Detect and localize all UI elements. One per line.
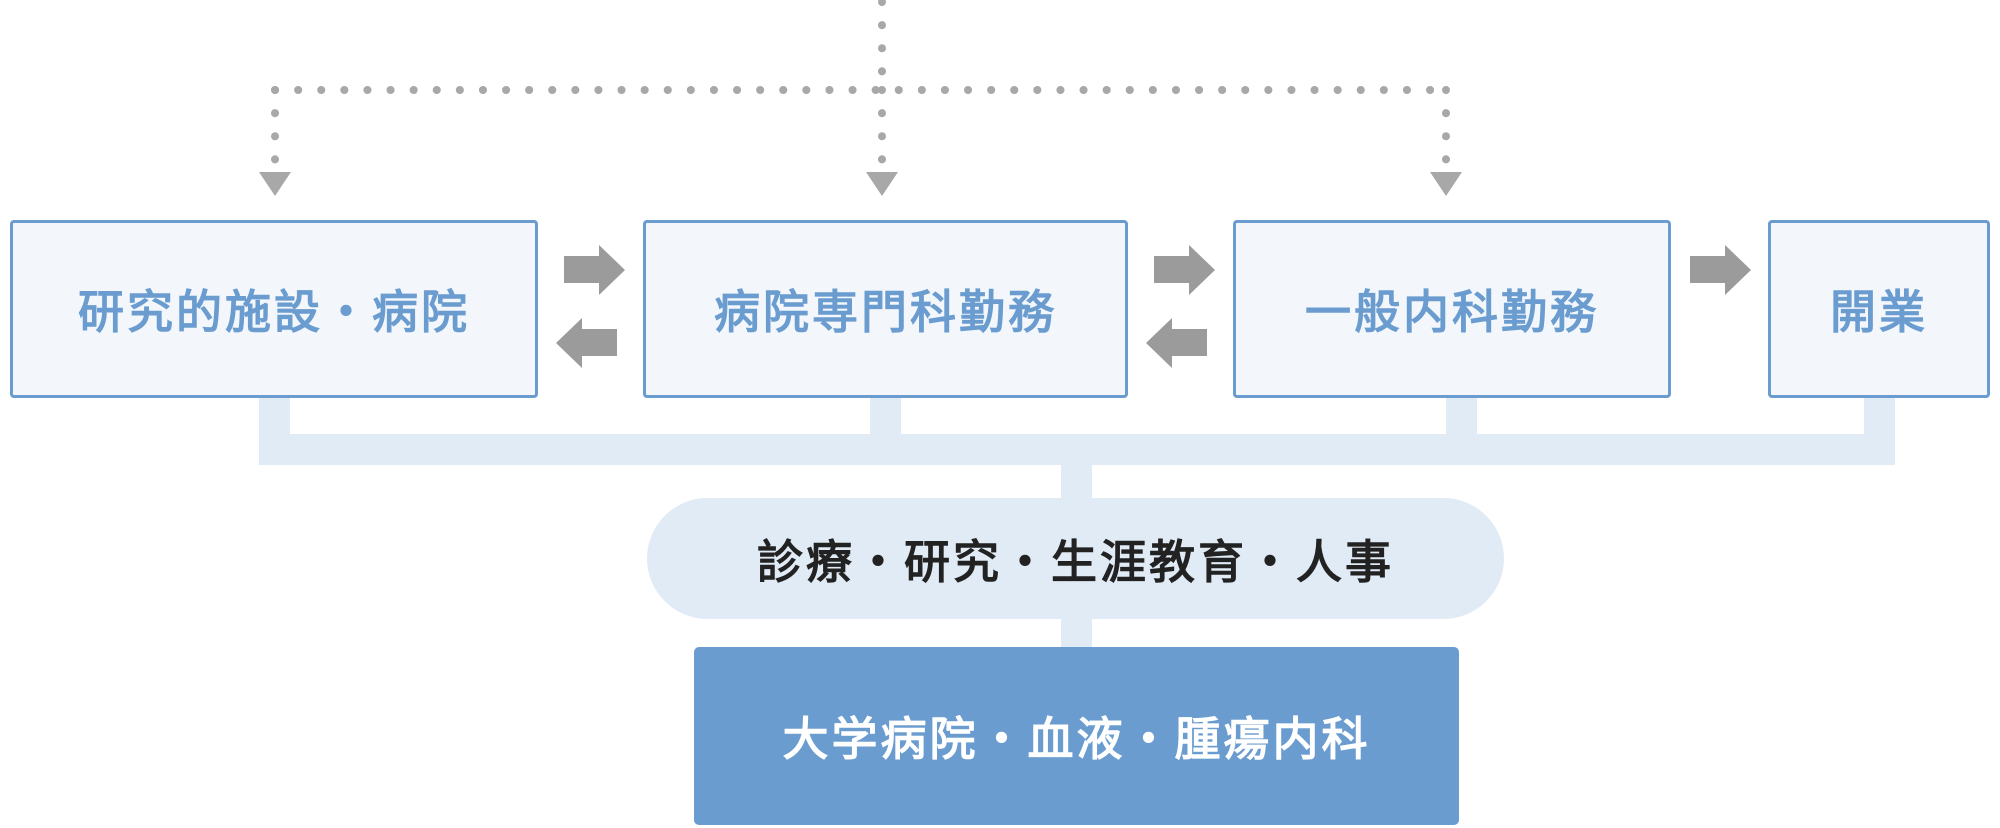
connector-stem-2 (870, 398, 901, 438)
career-node-general-internal-medicine-label: 一般内科勤務 (1305, 285, 1599, 339)
dotted-distribution-lines (271, 0, 1450, 172)
career-node-hospital-specialist: 病院専門科勤務 (643, 220, 1128, 398)
connector-stem-activities (1061, 463, 1092, 501)
connector-bar (259, 434, 1895, 465)
university-department-label: 大学病院・血液・腫瘍内科 (782, 712, 1371, 766)
connector-stem-1 (259, 398, 290, 438)
arrow-left-2 (1146, 318, 1207, 368)
career-node-private-practice: 開業 (1768, 220, 1990, 398)
career-node-private-practice-label: 開業 (1830, 285, 1928, 339)
connector-stem-3 (1446, 398, 1477, 438)
career-arrows (556, 245, 1751, 368)
arrowhead-down-left (259, 172, 291, 196)
connector-stem-4 (1864, 398, 1895, 438)
arrowhead-down-right (1430, 172, 1462, 196)
dotted-arrowheads (259, 172, 1462, 196)
activities-pill: 診療・研究・生涯教育・人事 (647, 498, 1504, 619)
arrow-left-1 (556, 318, 617, 368)
career-node-hospital-specialist-label: 病院専門科勤務 (714, 285, 1057, 339)
activities-label: 診療・研究・生涯教育・人事 (757, 534, 1394, 589)
connector-stem-base (1061, 616, 1092, 650)
arrow-right-1 (564, 245, 625, 295)
arrow-right-2 (1154, 245, 1215, 295)
career-node-general-internal-medicine: 一般内科勤務 (1233, 220, 1671, 398)
arrow-right-3 (1690, 245, 1751, 295)
arrowhead-down-center (866, 172, 898, 196)
connector-structure (259, 398, 1895, 650)
university-department-node: 大学病院・血液・腫瘍内科 (694, 647, 1459, 825)
career-node-research-facility: 研究的施設・病院 (10, 220, 538, 398)
career-node-research-facility-label: 研究的施設・病院 (78, 285, 470, 339)
